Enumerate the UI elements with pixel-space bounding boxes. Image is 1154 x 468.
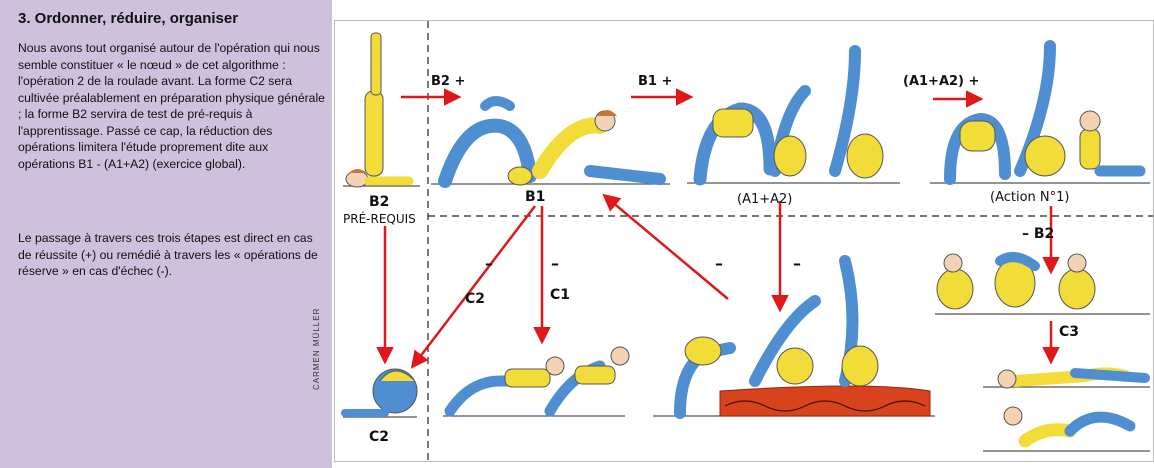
illustrator-credit: CARMEN MÜLLER xyxy=(312,308,321,390)
illustration-panel: B2 + B1 + (A1+A2) + B2 PRÉ-REQUIS B1 (A1… xyxy=(334,20,1154,462)
label-c2-arrow: C2 xyxy=(465,291,485,307)
label-b2: B2 xyxy=(369,194,389,210)
label-minus-4: – xyxy=(793,254,801,273)
gymnastics-diagram: B2 + B1 + (A1+A2) + B2 PRÉ-REQUIS B1 (A1… xyxy=(335,21,1153,461)
intro-paragraph: Nous avons tout organisé autour de l'opé… xyxy=(18,40,328,172)
label-a1a2-plus: (A1+A2) + xyxy=(903,74,979,89)
label-minus-2: – xyxy=(551,254,559,273)
arrow-b1-to-c2 xyxy=(413,206,535,366)
figure-c2-tuck xyxy=(345,369,417,413)
label-minus-3: – xyxy=(715,254,723,273)
figures-c3 xyxy=(998,370,1145,441)
label-action-n1: (Action N°1) xyxy=(990,190,1070,205)
label-c1-arrow: C1 xyxy=(550,287,570,303)
label-minus-1: – xyxy=(485,254,493,273)
figure-b2-shoulder-stand xyxy=(346,33,409,187)
outcome-paragraph: Le passage à travers ces trois étapes es… xyxy=(18,230,328,280)
label-prerequis: PRÉ-REQUIS xyxy=(343,211,416,226)
figures-action-n1 xyxy=(950,46,1140,179)
figures-b2-remedial xyxy=(937,254,1095,309)
section-title: 3. Ordonner, réduire, organiser xyxy=(18,10,238,27)
label-c2-bottom: C2 xyxy=(369,429,389,445)
label-a1a2: (A1+A2) xyxy=(737,192,792,207)
arrow-mat-to-b1 xyxy=(605,196,728,299)
label-b1: B1 xyxy=(525,189,545,205)
label-c3: C3 xyxy=(1059,324,1079,340)
figures-c1 xyxy=(450,347,629,411)
text-sidebar: 3. Ordonner, réduire, organiser Nous avo… xyxy=(0,0,332,468)
figures-a1a2-sequence xyxy=(700,51,883,179)
figures-b1-sequence xyxy=(445,101,660,185)
label-b1-plus: B1 + xyxy=(638,74,672,89)
figures-incline-mat xyxy=(680,261,930,416)
label-minus-b2: – B2 xyxy=(1022,226,1054,242)
label-b2-plus: B2 + xyxy=(431,74,465,89)
